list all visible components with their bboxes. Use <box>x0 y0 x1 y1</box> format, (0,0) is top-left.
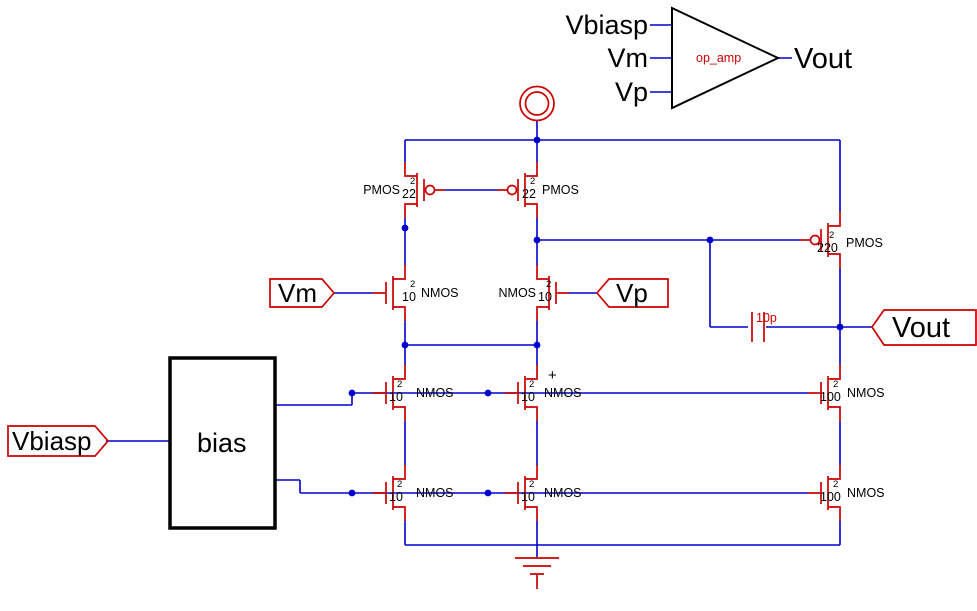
device-size-label: 22 <box>522 187 536 201</box>
device-size-label: 10 <box>389 490 403 504</box>
transistor-nmos-mirror2-right[interactable]: NMOS 100 2 <box>807 464 885 522</box>
capacitor-plates-icon <box>751 312 765 342</box>
device-size-sup-label: 2 <box>410 279 415 290</box>
device-size-label: 10 <box>521 490 535 504</box>
port-flag-icon <box>595 278 669 308</box>
junction-dot <box>484 389 492 397</box>
device-size-sup-label: 2 <box>829 230 834 241</box>
device-size-sup-label: 2 <box>833 479 838 490</box>
junction-dot <box>401 224 409 232</box>
bias-box-label: bias <box>197 428 247 458</box>
transistor-nmos-mirror1-center[interactable]: NMOS 10 2 <box>504 364 582 422</box>
junction-dot <box>401 341 409 349</box>
plus-marker: + <box>548 367 557 384</box>
device-type-label: NMOS <box>847 386 885 400</box>
transistor-nmos-mirror1-right[interactable]: NMOS 100 2 <box>807 364 885 422</box>
device-size-label: 22 <box>402 187 416 201</box>
device-type-label: NMOS <box>421 286 459 300</box>
bias-box[interactable]: bias <box>168 356 277 530</box>
device-size-label: 100 <box>820 490 841 504</box>
transistor-nmos-mirror1-left[interactable]: NMOS 10 2 <box>372 364 454 422</box>
wire-cascode-links <box>404 421 841 465</box>
device-type-label: PMOS <box>363 183 400 197</box>
device-size-sup-label: 2 <box>833 379 838 390</box>
junction-dot <box>348 489 356 497</box>
wire-ground-rail <box>404 521 841 558</box>
device-size-label: 10 <box>389 390 403 404</box>
transistor-nmos-mirror2-center[interactable]: NMOS 10 2 <box>504 464 582 522</box>
device-size-sup-label: 2 <box>410 176 415 187</box>
junction-dot <box>484 489 492 497</box>
device-type-label: PMOS <box>542 183 579 197</box>
device-size-sup-label: 2 <box>397 479 402 490</box>
ground-bars-icon <box>515 557 559 589</box>
port-vp[interactable]: Vp <box>595 278 669 308</box>
device-size-label: 10 <box>538 290 552 304</box>
port-label: Vp <box>616 278 648 308</box>
junction-dots <box>348 136 844 497</box>
opamp-symbol[interactable]: op_amp Vbiasp Vm Vp Vout <box>565 6 852 110</box>
junction-dot <box>348 389 356 397</box>
device-size-sup-label: 2 <box>529 479 534 490</box>
transistor-nmos-mirror2-left[interactable]: NMOS 10 2 <box>372 464 454 522</box>
device-size-sup-label: 2 <box>530 176 535 187</box>
device-size-sup-label: 2 <box>397 379 402 390</box>
junction-dot <box>533 236 541 244</box>
device-size-sup-label: 2 <box>546 279 551 290</box>
transistor-nmos-input-right[interactable]: NMOS 10 2 <box>499 264 570 322</box>
transistor-nmos-input-left[interactable]: NMOS 10 2 <box>372 264 459 322</box>
opamp-pin-vm-label: Vm <box>608 43 649 73</box>
transistor-pmos-mirror-left[interactable]: PMOS 22 2 <box>363 161 446 219</box>
wire-bias-row2 <box>275 479 808 494</box>
device-type-label: NMOS <box>544 486 582 500</box>
nmos-symbol-icon <box>372 264 406 322</box>
port-label: Vbiasp <box>12 426 92 456</box>
vdd-inner-circle-icon <box>524 91 550 116</box>
device-type-label: NMOS <box>544 386 582 400</box>
wire-bias-row1 <box>275 392 808 406</box>
junction-dot <box>533 341 541 349</box>
port-vm[interactable]: Vm <box>269 278 336 308</box>
junction-dot <box>836 323 844 331</box>
opamp-pin-vout-label: Vout <box>794 43 852 75</box>
vdd-outer-circle-icon <box>519 85 555 122</box>
bias-box-outline <box>168 356 277 530</box>
device-size-label: 10 <box>402 290 416 304</box>
ground-symbol[interactable] <box>515 557 559 589</box>
capacitor-value-label: 10p <box>756 311 777 325</box>
device-size-label: 100 <box>820 390 841 404</box>
device-type-label: NMOS <box>847 486 885 500</box>
wire-vdd-rail <box>404 121 841 212</box>
port-label: Vm <box>278 278 317 308</box>
device-type-label: PMOS <box>846 236 883 250</box>
port-flag-icon <box>7 425 110 457</box>
wire-output-node <box>766 268 872 365</box>
device-type-label: NMOS <box>499 286 537 300</box>
device-size-sup-label: 2 <box>529 379 534 390</box>
port-vbiasp[interactable]: Vbiasp <box>7 425 110 457</box>
wire-net <box>106 24 872 558</box>
device-size-label: 10 <box>521 390 535 404</box>
transistor-pmos-mirror-right[interactable]: PMOS 22 2 <box>496 161 579 219</box>
wire-opamp-pins <box>650 24 792 93</box>
vdd-symbol[interactable] <box>519 85 555 122</box>
wire-tail-node <box>404 321 538 365</box>
device-type-label: NMOS <box>416 486 454 500</box>
port-label: Vout <box>892 312 950 344</box>
port-flag-icon <box>269 278 336 308</box>
opamp-name-label: op_amp <box>696 51 741 65</box>
junction-dot <box>706 236 714 244</box>
compensation-capacitor[interactable]: 10p <box>751 311 777 342</box>
device-size-label: 220 <box>817 241 838 255</box>
opamp-pin-vp-label: Vp <box>615 77 648 107</box>
device-type-label: NMOS <box>416 386 454 400</box>
opamp-pin-vbiasp-label: Vbiasp <box>565 10 648 40</box>
opamp-triangle-icon <box>671 6 781 110</box>
port-flag-icon <box>870 309 977 346</box>
port-vout[interactable]: Vout <box>870 309 977 346</box>
junction-dot <box>533 136 541 144</box>
transistor-pmos-output[interactable]: PMOS 220 2 <box>799 211 883 269</box>
